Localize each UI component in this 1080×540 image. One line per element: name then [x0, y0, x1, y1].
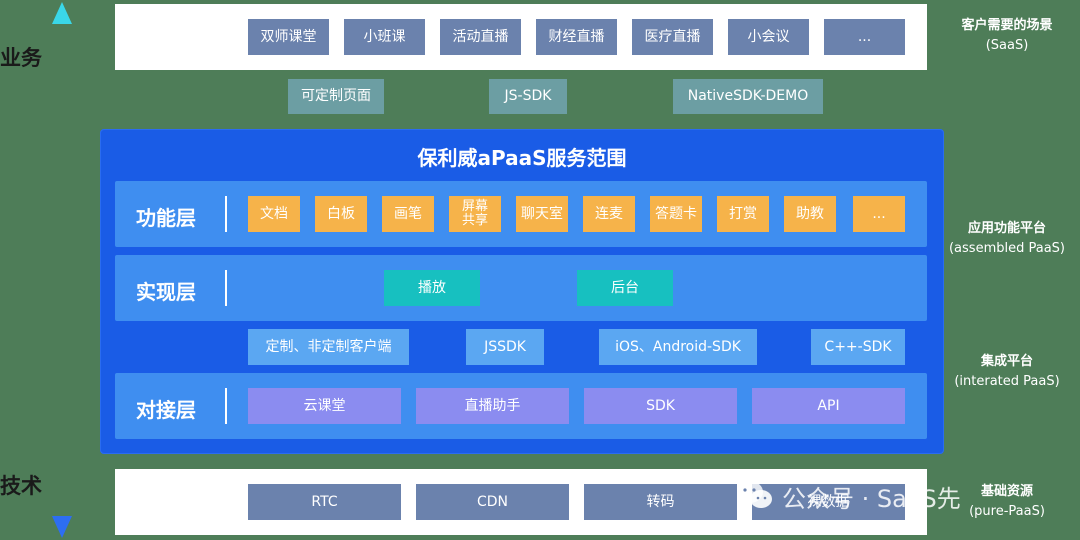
- custom-chip: 可定制页面: [288, 79, 384, 114]
- right-label-scenes: 客户需要的场景 (SaaS): [937, 16, 1077, 56]
- function-chip: 答题卡: [650, 196, 702, 232]
- function-chip: 助教: [784, 196, 836, 232]
- sdk-chip: C++-SDK: [811, 329, 905, 365]
- function-chip: 聊天室: [516, 196, 568, 232]
- app-caption-title: 应用功能平台: [967, 221, 1046, 236]
- axis-arrow-up: [52, 2, 72, 24]
- scene-chip: ...: [824, 19, 905, 55]
- axis-arrow: [52, 2, 72, 538]
- axis-label-technology: 技术: [0, 474, 42, 498]
- sdk-chip: iOS、Android-SDK: [599, 329, 757, 365]
- scene-chip: 财经直播: [536, 19, 617, 55]
- base-chip: RTC: [248, 484, 401, 520]
- base-chip: 裸数据: [752, 484, 905, 520]
- watermark-text: 公众号 · SaaS先: [782, 485, 961, 513]
- custom-chip: JS-SDK: [489, 79, 567, 114]
- panel-title: 保利威aPaaS服务范围: [417, 146, 627, 170]
- function-layer-name: 功能层: [136, 206, 196, 230]
- impl-layer-name: 实现层: [136, 280, 196, 304]
- app-caption-sub: (assembled PaaS): [948, 241, 1065, 257]
- function-chip: 屏幕 共享: [449, 196, 501, 232]
- base-chip: 转码: [584, 484, 737, 520]
- impl-chip: 后台: [577, 270, 673, 306]
- connect-chip: SDK: [584, 388, 737, 424]
- connect-layer-name: 对接层: [136, 398, 196, 422]
- custom-chip: NativeSDK-DEMO: [673, 79, 823, 114]
- scene-chip: 小班课: [344, 19, 425, 55]
- impl-chip: 播放: [384, 270, 480, 306]
- function-chip: ...: [853, 196, 905, 232]
- function-chip: 白板: [315, 196, 367, 232]
- right-label-integration: 集成平台 (interated PaaS): [937, 352, 1077, 392]
- connect-layer-divider: [225, 388, 227, 424]
- sdk-chip: 定制、非定制客户端: [248, 329, 409, 365]
- impl-layer-divider: [225, 270, 227, 306]
- base-caption-sub: (pure-PaaS): [969, 504, 1045, 520]
- function-chip: 打赏: [717, 196, 769, 232]
- scenes-caption-sub: (SaaS): [985, 38, 1029, 54]
- function-chip: 连麦: [583, 196, 635, 232]
- scene-chip: 医疗直播: [632, 19, 713, 55]
- sdk-chip: JSSDK: [466, 329, 544, 365]
- scene-chip: 双师课堂: [248, 19, 329, 55]
- integration-caption-sub: (interated PaaS): [954, 374, 1060, 390]
- connect-chip: 云课堂: [248, 388, 401, 424]
- connect-chip: API: [752, 388, 905, 424]
- right-label-app: 应用功能平台 (assembled PaaS): [937, 219, 1077, 259]
- right-label-base: 基础资源 (pure-PaaS): [937, 482, 1077, 522]
- scenes-caption-title: 客户需要的场景: [961, 18, 1053, 33]
- connect-chip: 直播助手: [416, 388, 569, 424]
- wechat-icon: [737, 481, 772, 508]
- base-caption-title: 基础资源: [980, 484, 1033, 499]
- scene-chip: 活动直播: [440, 19, 521, 55]
- axis-label-business: 业务: [0, 46, 42, 70]
- scene-chip: 小会议: [728, 19, 809, 55]
- axis-arrow-down: [52, 516, 72, 538]
- function-chip: 文档: [248, 196, 300, 232]
- base-chip: CDN: [416, 484, 569, 520]
- function-chip: 画笔: [382, 196, 434, 232]
- impl-layer: [115, 255, 927, 321]
- function-layer-divider: [225, 196, 227, 232]
- integration-caption-title: 集成平台: [980, 354, 1033, 369]
